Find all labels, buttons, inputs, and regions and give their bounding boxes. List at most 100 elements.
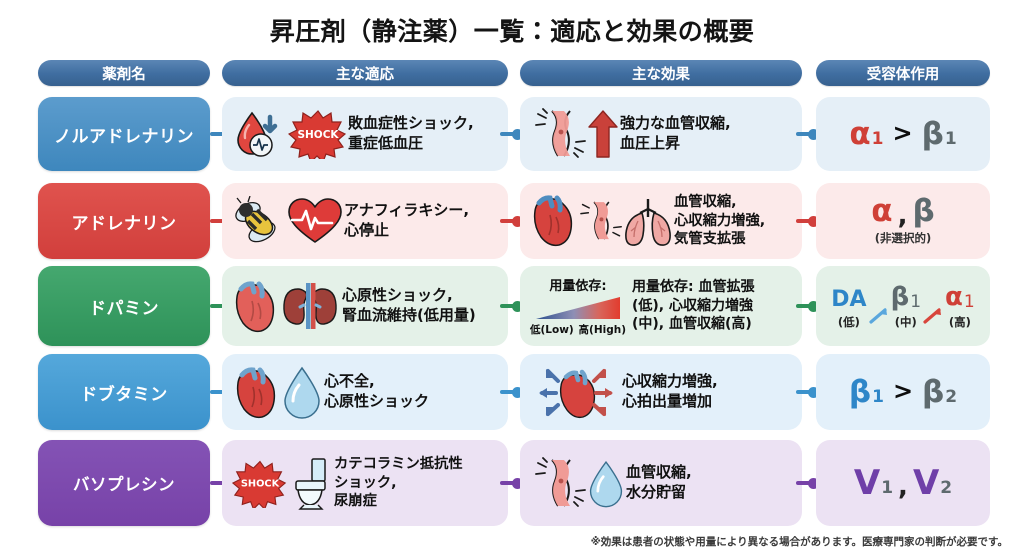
indication-icons — [232, 196, 344, 246]
drug-pill-dopamine[interactable]: ドパミン — [38, 266, 210, 346]
receptor-beta2-subscript: 2 — [945, 386, 958, 407]
up-right-arrow-icon — [868, 308, 887, 324]
indication-text: カテコラミン抵抗性 ショック, 尿崩症 — [334, 456, 463, 510]
receptor-expression: DA (低) β1 (中) α1 (高) — [831, 282, 974, 330]
receptor-beta-label: (中) — [894, 315, 917, 329]
connector-dot — [808, 128, 819, 140]
connector-drug-to-indication — [210, 481, 224, 485]
receptor-v2-subscript: 2 — [940, 477, 953, 498]
up-right-arrow-icon — [923, 308, 942, 324]
effect-cell-dobutamine: 心収縮力増強, 心拍出量増加 — [520, 354, 802, 430]
column-header-main-effects: 主な効果 — [520, 60, 802, 86]
dose-low-label: 低(Low) — [530, 324, 574, 336]
receptor-operator: > — [892, 119, 913, 147]
blood-drop-icon — [237, 111, 278, 157]
shock-burst-icon: SHOCK — [232, 460, 287, 508]
receptor-alpha-subscript: 1 — [963, 292, 975, 312]
effect-text: 血管収縮, 水分貯留 — [626, 463, 692, 501]
drug-pill-noradrenaline[interactable]: ノルアドレナリン — [38, 97, 210, 171]
connector-dot — [512, 128, 523, 140]
connector-dot — [808, 215, 819, 227]
indication-icons — [232, 279, 342, 333]
dose-widget-title: 用量依存: — [549, 279, 607, 294]
effect-cell-dopamine: 用量依存: 低(Low) 高(High) — [520, 266, 802, 346]
receptor-beta-symbol: β — [912, 193, 935, 229]
connector-effect-to-receptor — [796, 300, 819, 312]
receptor-cell-adrenaline: α , β (非選択的) — [816, 183, 990, 259]
drug-pill-vasopressin[interactable]: バソプレシン — [38, 440, 210, 526]
receptor-beta-subscript: 1 — [910, 292, 922, 312]
receptor-operator: , — [897, 200, 908, 231]
drug-pill-dobutamine[interactable]: ドブタミン — [38, 354, 210, 430]
connector-dot — [808, 386, 819, 398]
shock-burst-icon: SHOCK — [288, 110, 347, 159]
dose-high-label: 高(High) — [578, 324, 626, 336]
svg-text:SHOCK: SHOCK — [297, 129, 339, 141]
table-row-dopamine: ドパミン 心原性ショック, 腎血流維持(低用量) — [0, 266, 1024, 346]
effect-icons — [530, 363, 622, 421]
constricted-vessel-icon — [580, 201, 622, 240]
up-arrow-icon — [588, 110, 618, 158]
page-title: 昇圧剤（静注薬）一覧：適応と効果の概要 — [269, 17, 755, 46]
connector-dot — [512, 477, 523, 489]
toilet-icon — [295, 458, 326, 510]
connector-dot — [512, 300, 523, 312]
receptor-step-da: DA (低) — [831, 287, 866, 330]
connector-dot — [512, 386, 523, 398]
drug-pill-adrenaline[interactable]: アドレナリン — [38, 183, 210, 259]
connector-dot — [808, 477, 819, 489]
effect-cell-adrenaline: 血管収縮, 心収縮力増強, 気管支拡張 — [520, 183, 802, 259]
receptor-da-symbol: DA — [831, 287, 867, 312]
connector-indication-to-effect — [500, 386, 523, 398]
receptor-alpha-label: (高) — [948, 315, 971, 329]
heart-expanding-arrows-icon — [539, 369, 613, 419]
connector-dot — [808, 300, 819, 312]
receptor-step-alpha1: α1 (高) — [945, 282, 975, 330]
svg-text:SHOCK: SHOCK — [241, 479, 280, 490]
indication-text: アナフィラキシー, 心停止 — [344, 201, 470, 239]
heart-icon — [236, 367, 276, 419]
effect-text: 血管収縮, 心収縮力増強, 気管支拡張 — [674, 194, 766, 248]
effect-text: 強力な血管収縮, 血圧上昇 — [620, 114, 731, 152]
receptor-operator: > — [892, 377, 914, 405]
connector-effect-to-receptor — [796, 215, 819, 227]
connector-drug-to-indication — [210, 132, 224, 136]
footer-note: ※効果は患者の状態や用量により異なる場合があります。医療専門家の判断が必要です。 — [590, 536, 1008, 548]
receptor-v1-subscript: 1 — [881, 477, 894, 498]
effect-icons — [530, 456, 626, 510]
effect-text: 心収縮力増強, 心拍出量増加 — [622, 372, 718, 410]
indication-text: 心原性ショック, 腎血流維持(低用量) — [342, 286, 476, 324]
table-row-dobutamine: ドブタミン 心不全, 心原性ショック — [0, 354, 1024, 430]
receptor-alpha-symbol: α — [871, 193, 893, 229]
receptor-beta2-symbol: β — [922, 373, 945, 410]
indication-text: 敗血症性ショック, 重症低血圧 — [348, 114, 474, 152]
connector-dot — [512, 215, 523, 227]
connector-effect-to-receptor — [796, 477, 819, 489]
effect-text: 用量依存: 血管拡張 (低), 心収縮力増強 (中), 血管収縮(高) — [632, 279, 755, 333]
bee-icon — [235, 196, 276, 243]
indication-cell-dopamine: 心原性ショック, 腎血流維持(低用量) — [222, 266, 508, 346]
receptor-beta-symbol: β — [890, 282, 910, 312]
connector-indication-to-effect — [500, 300, 523, 312]
indication-icons: SHOCK — [232, 109, 348, 159]
receptor-v1-symbol: V — [853, 463, 881, 503]
connector-indication-to-effect — [500, 215, 523, 227]
receptor-da-label: (低) — [837, 315, 860, 329]
indication-icons — [232, 365, 324, 419]
receptor-beta1-subscript: 1 — [872, 386, 884, 407]
connector-indication-to-effect — [500, 477, 523, 489]
table-row-noradrenaline: ノルアドレナリン SHOCK 敗血症性ショック, 重症低血圧 — [0, 97, 1024, 171]
effect-icons — [530, 108, 620, 160]
table-row-adrenaline: アドレナリン アナフィラキシー, 心停止 — [0, 183, 1024, 259]
effect-icons — [530, 195, 674, 247]
indication-cell-dobutamine: 心不全, 心原性ショック — [222, 354, 508, 430]
receptor-beta1-symbol: β — [848, 373, 872, 410]
connector-drug-to-indication — [210, 219, 224, 223]
kidneys-icon — [283, 283, 337, 329]
water-drop-icon — [284, 366, 320, 419]
connector-drug-to-indication — [210, 390, 224, 394]
